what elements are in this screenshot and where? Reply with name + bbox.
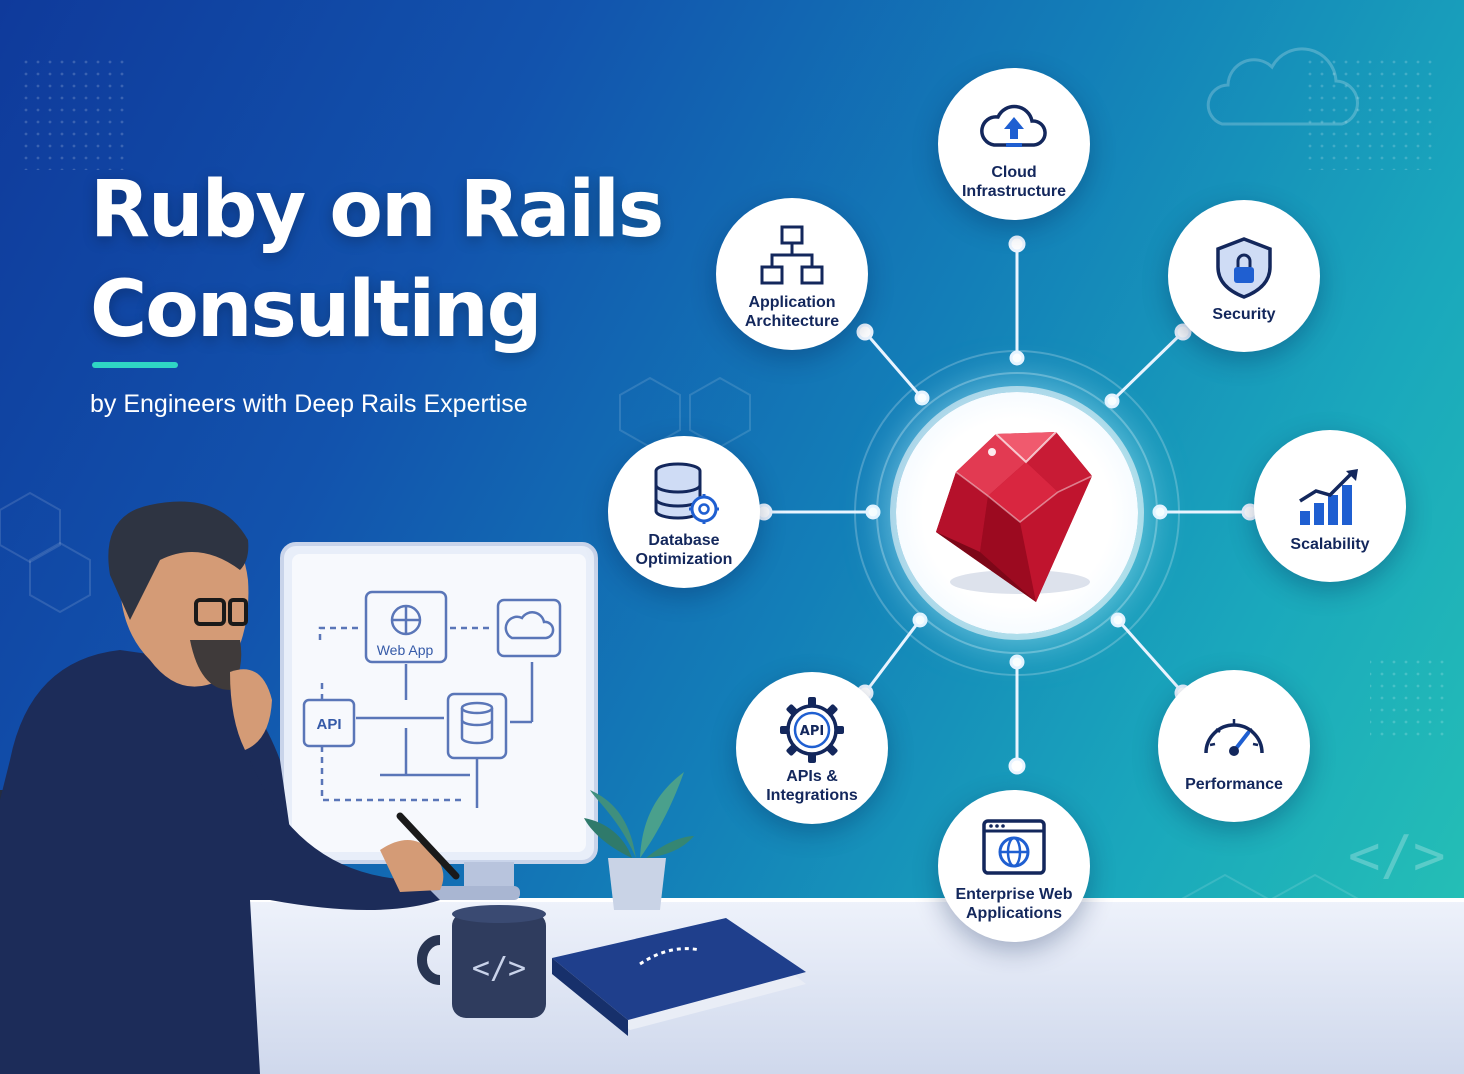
code-bracket-decoration: </>: [1348, 824, 1446, 887]
desk: [200, 900, 1464, 1074]
service-node-security[interactable]: Security: [1168, 200, 1320, 352]
dot-grid-decoration: [1300, 60, 1440, 170]
svg-text:API: API: [800, 724, 824, 739]
service-node-apis-integrations[interactable]: API APIs & Integrations: [736, 672, 888, 824]
service-label: Application Architecture: [744, 294, 840, 330]
title-line-2: Consulting: [90, 265, 542, 355]
shield-lock-icon: [1216, 236, 1272, 299]
database-gear-icon: [654, 462, 719, 524]
service-label: Database Optimization: [635, 532, 733, 568]
architecture-diagram: [302, 590, 562, 808]
subtitle: by Engineers with Deep Rails Expertise: [90, 390, 528, 418]
title-line-1: Ruby on Rails: [90, 165, 664, 255]
service-label: Enterprise Web Applications: [955, 886, 1073, 922]
service-label: APIs & Integrations: [766, 768, 858, 804]
ruby-gem-icon: [936, 431, 1093, 602]
growth-chart-icon: [1299, 468, 1358, 525]
dot-grid-decoration: [1370, 660, 1450, 740]
monitor: [280, 542, 598, 900]
service-node-cloud-infrastructure[interactable]: Cloud Infrastructure: [938, 68, 1090, 220]
service-node-scalability[interactable]: Scalability: [1254, 430, 1406, 582]
service-node-database-optimization[interactable]: Database Optimization: [608, 436, 760, 588]
page-title: Ruby on Rails Consulting: [90, 160, 664, 360]
whiteboard-web-app-label: Web App: [377, 642, 434, 658]
api-gear-icon: API: [780, 697, 844, 763]
service-label: Performance: [1185, 775, 1283, 793]
service-label: Cloud Infrastructure: [961, 164, 1067, 200]
plant: [584, 772, 694, 910]
cloud-outline-decoration: [1206, 47, 1359, 126]
svg-text:</>: </>: [472, 951, 526, 986]
title-accent-bar: [92, 362, 178, 368]
whiteboard-api-label: API: [316, 716, 341, 733]
service-label: Security: [1212, 305, 1276, 323]
dot-grid-decoration: [20, 60, 130, 170]
service-label: Scalability: [1290, 535, 1370, 553]
hierarchy-icon: [760, 225, 824, 285]
service-node-performance[interactable]: Performance: [1158, 670, 1310, 822]
service-node-enterprise-web-applications[interactable]: Enterprise Web Applications: [938, 790, 1090, 942]
person-illustration: [0, 501, 460, 1074]
service-node-application-architecture[interactable]: Application Architecture: [716, 198, 868, 350]
book: [552, 918, 806, 1036]
speedometer-icon: [1204, 718, 1264, 756]
center-ruby-hub: [896, 392, 1138, 634]
cloud-upload-icon: [980, 104, 1047, 147]
coffee-mug: </>: [417, 905, 546, 1018]
browser-globe-icon: [982, 819, 1046, 875]
